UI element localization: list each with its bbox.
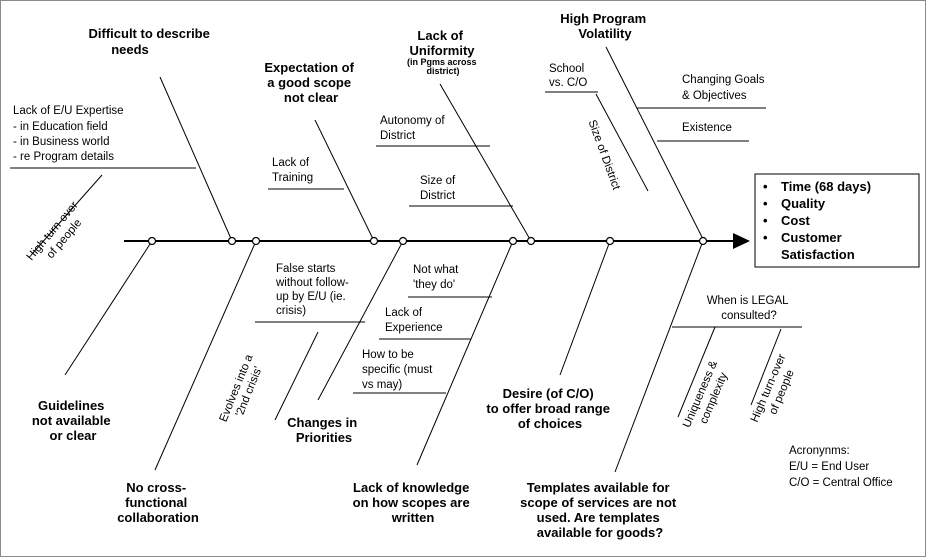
spine-arrowhead	[733, 233, 750, 249]
cause-training: Lack of Training	[272, 157, 313, 184]
effect-time: Time (68 days)	[781, 179, 871, 194]
svg-text:High turn-over of people: High turn-over of people	[25, 197, 94, 272]
bone-uniformity	[439, 83, 532, 242]
cause-evolves: Evolves into a '2nd crisis'	[218, 350, 269, 429]
effect-customer: Customer	[781, 230, 842, 245]
category-cross-functional: No cross- functional collaboration	[117, 480, 199, 525]
junction-dot	[251, 236, 261, 246]
effect-bullet: •	[763, 179, 768, 194]
line-uniqueness	[677, 326, 716, 418]
line-turnover-left	[31, 174, 103, 255]
category-uniformity: Lack of Uniformity	[410, 28, 476, 58]
category-desire: Desire (of C/O) to offer broad range of …	[486, 386, 613, 431]
junction-dot	[398, 236, 408, 246]
line-size-rot	[595, 93, 649, 192]
category-guidelines: Guidelines not available or clear	[32, 398, 114, 443]
effect-box	[754, 173, 920, 268]
svg-text:Evolves into a '2nd cris: Evolves into a '2nd crisis'	[218, 350, 269, 429]
bone-desire	[559, 240, 611, 376]
cause-legal: When is LEGAL consulted?	[707, 295, 792, 322]
bone-volatility	[605, 46, 705, 242]
cause-size-rot: Size of District	[586, 118, 623, 192]
svg-text:Size of District: Size of District	[586, 118, 623, 192]
category-changes: Changes in Priorities	[287, 415, 361, 445]
cause-goals: Changing Goals & Objectives	[682, 74, 768, 102]
category-templates: Templates available for scope of service…	[520, 480, 680, 540]
bone-guidelines	[64, 240, 153, 376]
cause-specific: How to be specific (must vs may)	[362, 349, 436, 391]
bone-templates	[614, 240, 704, 473]
cause-size-left: Size of District	[420, 175, 458, 202]
acronyms-legend: Acronynms: E/U = End User C/O = Central …	[789, 445, 893, 489]
effect-bullet: •	[763, 213, 768, 228]
cause-turnover-left: High turn-over of people	[25, 197, 94, 272]
effect-satisfaction: Satisfaction	[781, 247, 855, 262]
category-volatility: High Program Volatility	[560, 11, 650, 41]
effect-cost: Cost	[781, 213, 811, 228]
cause-school: School vs. C/O	[549, 63, 587, 89]
category-expectation: Expectation of a good scope not clear	[264, 60, 357, 105]
cause-false-starts: False starts without follow- up by E/U (…	[275, 263, 352, 317]
effect-bullet: •	[763, 196, 768, 211]
junction-dot	[147, 236, 157, 246]
category-uniformity-note: (in Pgms across district)	[407, 57, 479, 76]
cause-experience: Lack of Experience	[385, 307, 443, 334]
bone-changes	[317, 240, 404, 401]
junction-dot	[698, 236, 708, 246]
junction-dot	[369, 236, 379, 246]
line-evolves	[274, 331, 319, 421]
junction-dot	[227, 236, 237, 246]
junction-dot	[508, 236, 518, 246]
bone-cross-functional	[154, 240, 257, 471]
junction-dot	[605, 236, 615, 246]
cause-existence: Existence	[682, 122, 732, 134]
effect-quality: Quality	[781, 196, 826, 211]
bone-difficult	[159, 76, 233, 242]
cause-expertise: Lack of E/U Expertise - in Education fie…	[13, 105, 127, 163]
junction-dot	[526, 236, 536, 246]
line-turnover-right	[750, 328, 782, 406]
cause-uniqueness: Uniqueness & complexity	[681, 356, 734, 435]
cause-not-what: Not what 'they do'	[413, 264, 462, 291]
bone-knowledge	[416, 240, 514, 466]
category-knowledge: Lack of knowledge on how scopes are writ…	[353, 480, 474, 525]
effect-list: • Time (68 days) • Quality • Cost • Cust…	[763, 179, 871, 262]
bone-expectation	[314, 119, 375, 242]
svg-text:Uniqueness & complexity: Uniqueness & complexity	[681, 356, 734, 435]
category-difficult: Difficult to describe needs	[89, 26, 214, 57]
cause-autonomy: Autonomy of District	[380, 115, 448, 142]
effect-bullet: •	[763, 230, 768, 245]
